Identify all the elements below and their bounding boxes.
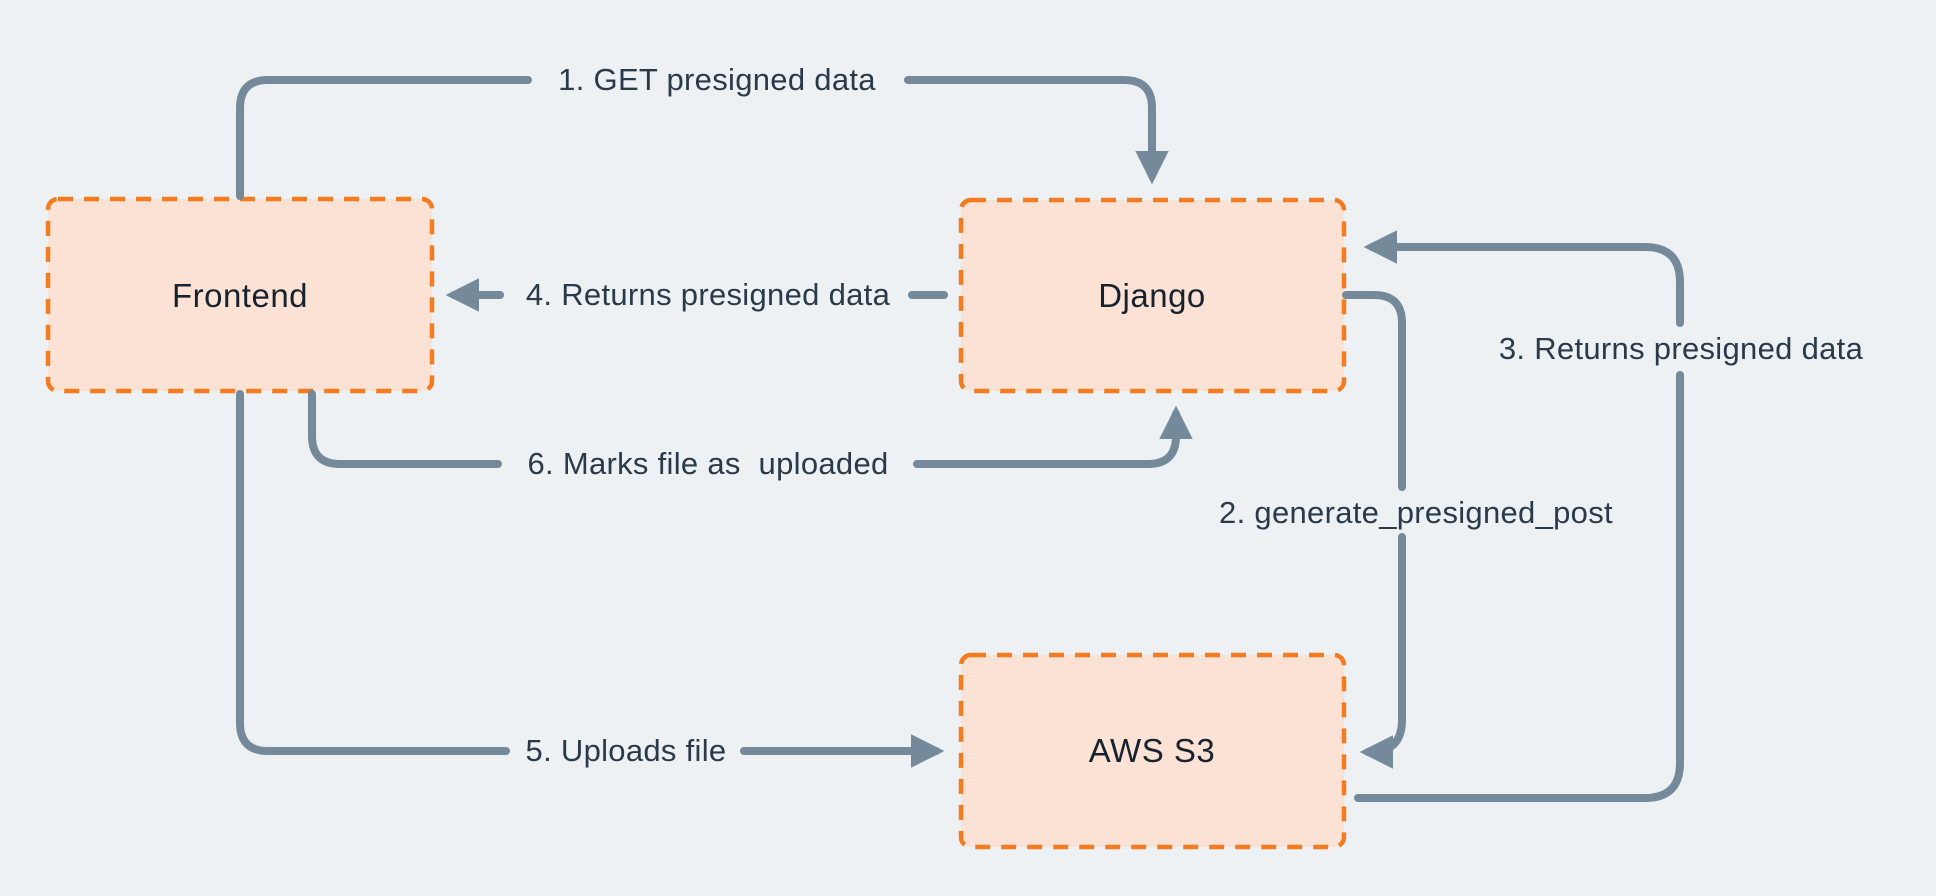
arrow-3-returns-presigned-data-end <box>1363 230 1684 327</box>
django-node-label: Django <box>1098 277 1206 314</box>
django-node-box <box>958 197 1347 394</box>
arrow-3-returns-presigned-data-start <box>1354 371 1684 802</box>
arrow-1-get-presigned-data-start <box>236 76 532 200</box>
edge-label-1-get-presigned-data: 1. GET presigned data <box>558 62 876 97</box>
edge-label-4-returns-presigned-data: 4. Returns presigned data <box>525 277 891 312</box>
arrow-6-marks-file-uploaded-end <box>913 405 1193 468</box>
arrow-6-marks-file-uploaded-start <box>308 390 502 468</box>
frontend-node-label: Frontend <box>171 277 309 314</box>
arrow-2-generate-presigned-post-end <box>1359 533 1406 769</box>
aws-s3-node-label: AWS S3 <box>1088 732 1216 769</box>
arrow-1-get-presigned-data-end <box>904 76 1169 185</box>
arrow-5-uploads-file-start <box>236 390 510 755</box>
aws-s3-node-box <box>958 652 1347 850</box>
edge-label-6-marks-file-uploaded: 6. Marks file as uploaded <box>527 446 889 481</box>
edge-label-5-uploads-file: 5. Uploads file <box>525 733 727 768</box>
arrow-2-generate-presigned-post-start <box>1342 291 1406 491</box>
edge-label-3-returns-presigned-data: 3. Returns presigned data <box>1498 331 1864 366</box>
edge-label-2-generate-presigned-post: 2. generate_presigned_post <box>1219 495 1613 530</box>
